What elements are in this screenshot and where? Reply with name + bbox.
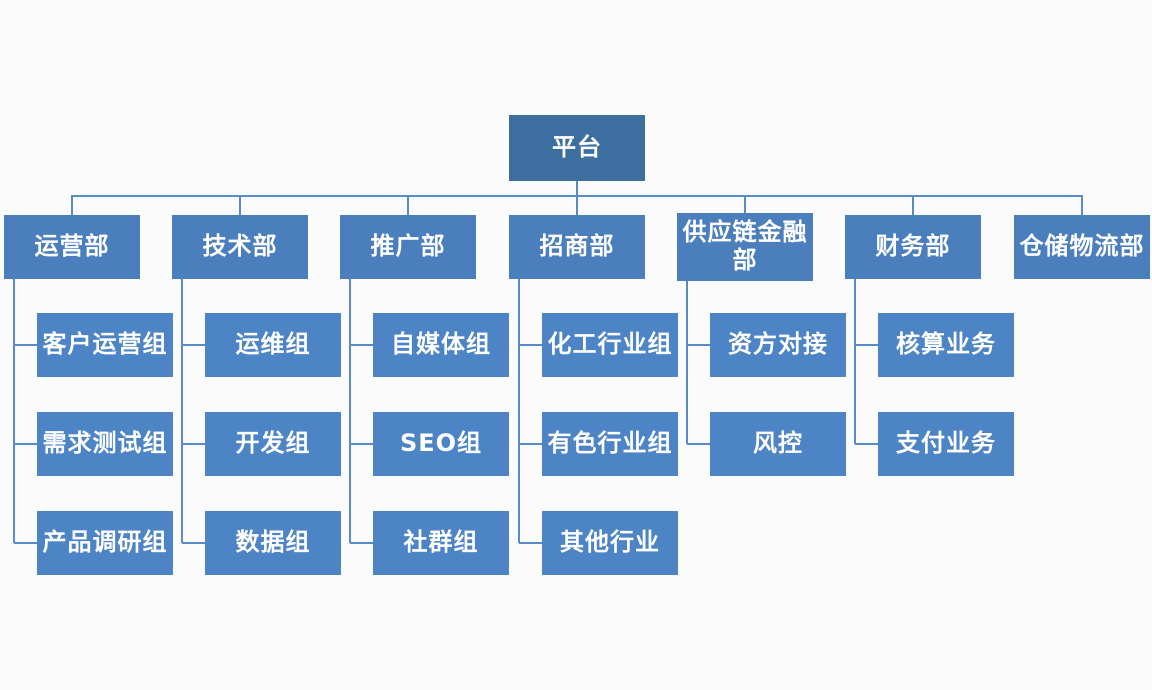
node-group: SEO组 bbox=[373, 412, 509, 476]
node-group: 社群组 bbox=[373, 511, 509, 575]
node-department: 招商部 bbox=[509, 215, 645, 279]
connector-spine bbox=[518, 279, 520, 543]
node-department: 技术部 bbox=[172, 215, 308, 279]
connector-stub bbox=[350, 344, 373, 346]
connector-dept-drop bbox=[744, 195, 746, 215]
connector-stub bbox=[350, 443, 373, 445]
connector-stub bbox=[14, 344, 37, 346]
connector-stub bbox=[14, 542, 37, 544]
connector-spine bbox=[686, 279, 688, 444]
node-group: 化工行业组 bbox=[542, 313, 678, 377]
node-group: 其他行业 bbox=[542, 511, 678, 575]
node-department: 推广部 bbox=[340, 215, 476, 279]
node-group: 产品调研组 bbox=[37, 511, 173, 575]
connector-stub bbox=[687, 443, 710, 445]
node-group: 资方对接 bbox=[710, 313, 846, 377]
connector-stub bbox=[14, 443, 37, 445]
node-group: 开发组 bbox=[205, 412, 341, 476]
node-group: 需求测试组 bbox=[37, 412, 173, 476]
node-department: 财务部 bbox=[845, 215, 981, 279]
connector-spine bbox=[181, 279, 183, 543]
connector-dept-drop bbox=[912, 195, 914, 215]
connector-dept-drop bbox=[239, 195, 241, 215]
connector-spine bbox=[349, 279, 351, 543]
connector-stub bbox=[855, 344, 878, 346]
node-group: 数据组 bbox=[205, 511, 341, 575]
connector-stub bbox=[350, 542, 373, 544]
node-group: 风控 bbox=[710, 412, 846, 476]
connector-dept-drop bbox=[407, 195, 409, 215]
connector-stub bbox=[855, 443, 878, 445]
connector-stub bbox=[182, 344, 205, 346]
node-department: 运营部 bbox=[4, 215, 140, 279]
connector-stub bbox=[519, 443, 542, 445]
node-group: 核算业务 bbox=[878, 313, 1014, 377]
connector-root-drop bbox=[576, 181, 578, 215]
node-group: 支付业务 bbox=[878, 412, 1014, 476]
node-group: 有色行业组 bbox=[542, 412, 678, 476]
connector-stub bbox=[519, 542, 542, 544]
node-department: 供应链金融部 bbox=[677, 213, 813, 281]
connector-bus bbox=[71, 195, 1083, 197]
node-group: 运维组 bbox=[205, 313, 341, 377]
connector-stub bbox=[687, 344, 710, 346]
connector-spine bbox=[13, 279, 15, 543]
connector-stub bbox=[182, 443, 205, 445]
connector-stub bbox=[182, 542, 205, 544]
node-group: 客户运营组 bbox=[37, 313, 173, 377]
connector-dept-drop bbox=[71, 195, 73, 215]
node-group: 自媒体组 bbox=[373, 313, 509, 377]
connector-stub bbox=[519, 344, 542, 346]
connector-spine bbox=[854, 279, 856, 444]
node-root: 平台 bbox=[509, 115, 645, 181]
node-department: 仓储物流部 bbox=[1014, 215, 1150, 279]
connector-dept-drop bbox=[1081, 195, 1083, 215]
